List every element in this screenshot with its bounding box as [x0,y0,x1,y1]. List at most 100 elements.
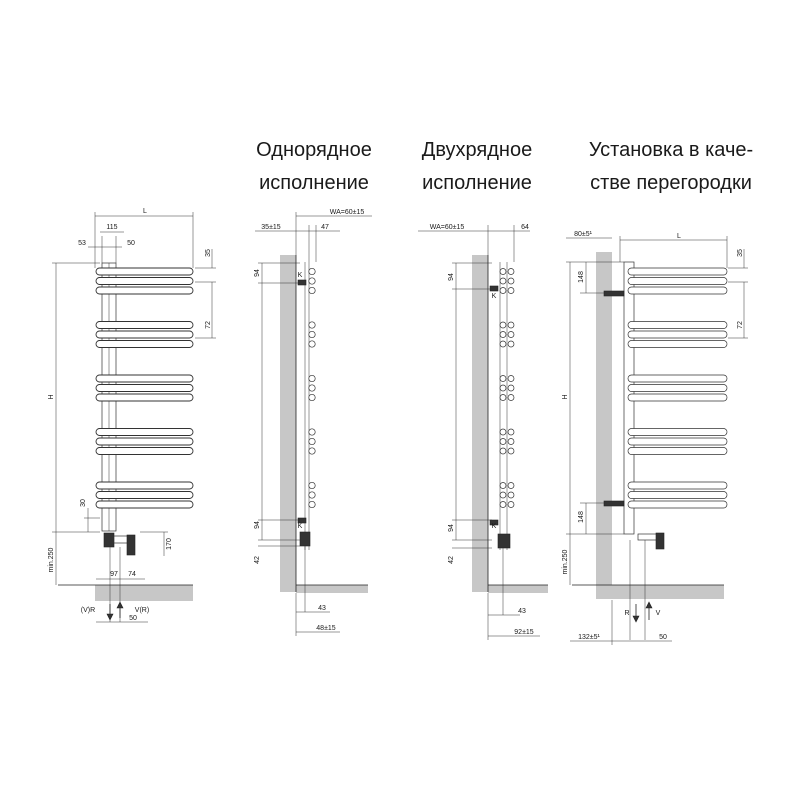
double-dim-64: 64 [521,224,529,231]
double-tube-section-b [507,438,515,445]
single-dim-wa: WA=60±15 [330,209,365,216]
dim-min250: min.250 [48,547,55,572]
front-floor [95,585,193,601]
single-dim-42: 42 [254,556,261,564]
heading-single-row-line2: исполнение [259,172,369,194]
single-wall [280,255,296,592]
single-tube-section [308,428,316,436]
double-k-bottom: K [492,523,497,530]
dim-H: H [48,394,55,399]
single-tube-section [308,340,316,348]
partition-tube [627,267,728,276]
front-tube [95,384,194,392]
partition-label-r: R [624,610,629,617]
single-tube-section [308,447,316,455]
double-tube-section-a [499,321,507,329]
dim-74: 74 [128,571,136,578]
front-tube [95,267,194,276]
partition-tube [627,374,728,383]
double-tube-section-b [507,384,515,392]
front-valve-head [126,534,136,556]
double-tube-section-a [499,268,507,275]
single-tube-sections [308,267,316,509]
partition-bracket-bottom [603,500,625,507]
single-tube-section [308,374,316,383]
heading-single-row-line1: Однорядное [256,139,372,161]
partition-r-arrow-icon [632,615,640,623]
single-dim-47: 47 [321,224,329,231]
partition-view: 80±5¹ L 35 72 H 148 148 min.250 R V 1 [562,231,748,645]
heading-double-row-line2: исполнение [422,172,532,194]
double-dim-94-top: 94 [448,273,455,281]
single-row-view: K K WA=60±15 35±15 47 94 94 42 43 48±15 [254,209,372,636]
single-tube-section [308,500,316,509]
front-tube [95,491,194,499]
double-valve [497,533,511,549]
front-tube [95,374,194,383]
double-tube-sections [499,268,515,508]
partition-dim-35: 35 [737,249,744,257]
single-bracket-bottom [297,517,307,524]
front-tube [95,428,194,436]
double-tube-section-b [507,287,515,294]
partition-dim-L: L [677,233,681,240]
heading-partition-line1: Установка в каче- [589,139,753,161]
single-dim-48: 48±15 [316,625,336,632]
double-tube-section-a [499,384,507,392]
partition-tube [627,393,728,402]
return-arrow-icon [106,613,114,621]
double-tube-section-b [507,447,515,455]
label-flow: V(R) [135,607,149,614]
partition-valve-head [655,532,665,550]
double-tube-section-a [499,482,507,489]
front-view: L 115 53 50 35 72 H 30 min.250 [48,208,216,623]
single-tube-section [308,481,316,490]
double-wall [472,255,488,592]
double-tube-section-a [499,428,507,436]
double-dim-92: 92±15 [514,629,534,636]
double-tube-section-b [507,321,515,329]
double-tube-section-a [499,340,507,348]
single-tube-section [308,267,316,276]
single-tube-section [308,286,316,295]
double-floor [488,585,548,593]
partition-tube [627,340,728,348]
partition-dim-80: 80±5¹ [574,231,593,238]
double-tube-section-b [507,331,515,338]
single-dim-94-top: 94 [254,269,261,277]
flow-arrow-icon [116,601,124,609]
double-tube-section-a [499,447,507,455]
partition-dim-132: 132±5¹ [578,634,600,641]
single-tube-section [308,437,316,446]
partition-dim-H: H [562,394,569,399]
dim-170: 170 [166,538,173,550]
single-tube-section [308,321,316,329]
double-dim-43: 43 [518,608,526,615]
partition-dim-148-bottom: 148 [578,511,585,523]
double-tube-section-b [507,375,515,382]
double-tube-section-a [499,491,507,499]
partition-tube [627,277,728,285]
front-tube [95,437,194,446]
front-tube [95,330,194,339]
dim-53: 53 [78,240,86,247]
single-k-top: K [298,272,303,279]
double-dim-42: 42 [448,556,455,564]
single-dim-94-bottom: 94 [254,521,261,529]
double-tube-section-a [499,438,507,445]
headings: Однорядное исполнение Двухрядное исполне… [256,139,753,194]
front-tubes [95,267,194,509]
partition-tube [627,437,728,446]
single-k-bottom: K [298,523,303,530]
double-tube-section-b [507,428,515,436]
partition-tube [627,481,728,490]
dim-50-bottom: 50 [129,615,137,622]
single-valve [299,531,311,547]
partition-tube [627,428,728,436]
double-tube-section-a [499,287,507,294]
double-tube-section-b [507,340,515,348]
double-tube-section-a [499,501,507,508]
double-tube-section-b [507,394,515,401]
single-dim-35: 35±15 [261,224,281,231]
